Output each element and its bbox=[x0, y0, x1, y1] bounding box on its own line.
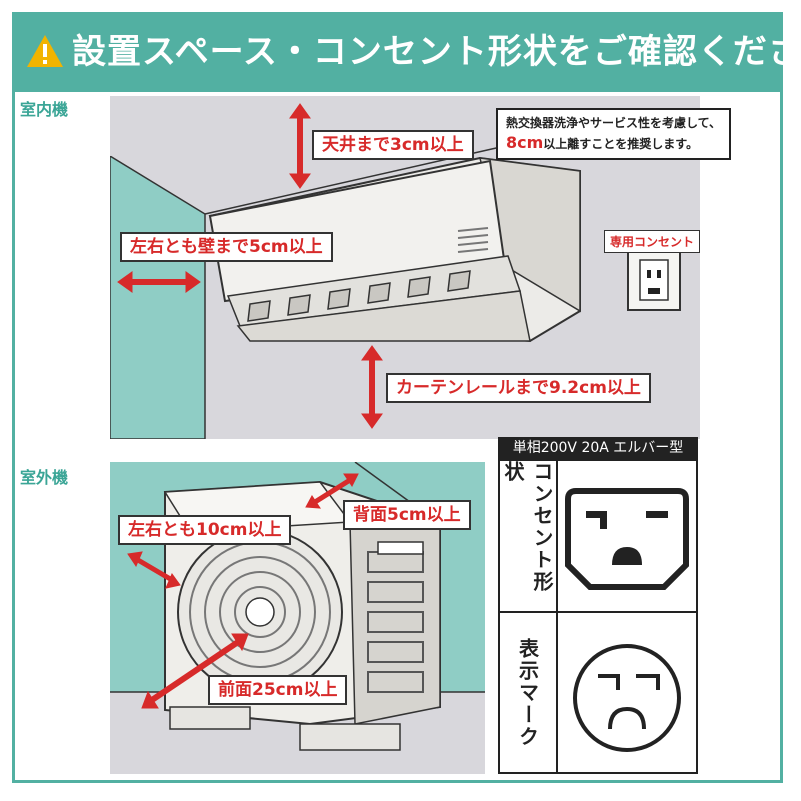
outdoor-section-label: 室外機 bbox=[20, 468, 69, 487]
display-mark-icon bbox=[573, 644, 681, 752]
outdoor-sides-clearance-label: 左右とも10cm以上 bbox=[118, 515, 292, 545]
note-line1: 熱交換器洗浄やサービス性を考慮して、 bbox=[506, 116, 722, 130]
display-mark-row-label: 表示マーク bbox=[500, 613, 558, 772]
indoor-section-label: 室内機 bbox=[20, 100, 69, 119]
note-highlight: 8cm bbox=[506, 133, 544, 152]
indoor-sides-clearance-label: 左右とも壁まで5cm以上 bbox=[120, 232, 333, 262]
outlet-shape-row-label: コンセント形状 bbox=[500, 461, 558, 611]
outlet-shape-icon bbox=[565, 488, 689, 590]
indoor-illustration bbox=[109, 96, 700, 440]
outlet-spec-table: 単相200V 20A エルバー型 コンセント形状 表示マーク bbox=[498, 437, 698, 774]
back-clearance-label: 背面5cm以上 bbox=[343, 500, 471, 530]
page-title: 設置スペース・コンセント形状をご確認ください bbox=[72, 32, 801, 72]
note-line2: 以上離すことを推奨します。 bbox=[543, 137, 699, 151]
warning-icon bbox=[27, 35, 63, 67]
header-banner: 設置スペース・コンセント形状をご確認ください bbox=[12, 12, 801, 92]
front-clearance-label: 前面25cm以上 bbox=[208, 675, 348, 705]
table-divider bbox=[500, 611, 696, 613]
outlet-spec-header: 単相200V 20A エルバー型 bbox=[498, 437, 698, 459]
curtain-clearance-label: カーテンレールまで9.2cm以上 bbox=[386, 373, 651, 403]
recommendation-note: 熱交換器洗浄やサービス性を考慮して、 8cm以上離すことを推奨します。 bbox=[496, 108, 732, 160]
ceiling-clearance-label: 天井まで3cm以上 bbox=[312, 130, 474, 160]
dedicated-outlet-label: 専用コンセント bbox=[604, 230, 701, 253]
outlet-spec-body: コンセント形状 表示マーク bbox=[498, 459, 698, 774]
